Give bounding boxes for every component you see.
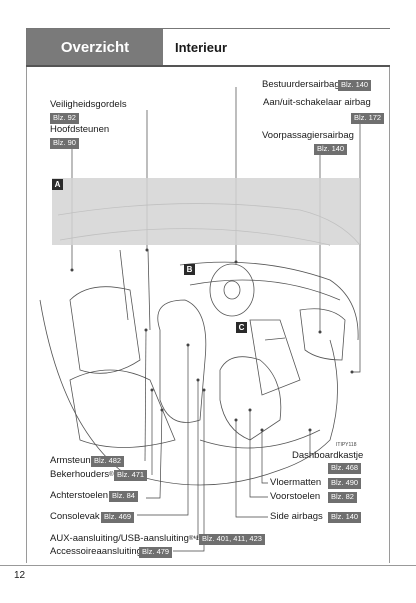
ref-veiligheidsgordels[interactable]: Blz. 92: [50, 113, 79, 124]
label-side-airbags: Side airbags: [270, 511, 323, 522]
label-armsteun: Armsteun: [50, 455, 91, 466]
ref-voorstoelen[interactable]: Blz. 82: [328, 492, 357, 503]
label-voorstoelen: Voorstoelen: [270, 491, 321, 502]
footnote-mark-bekerhouders: ®: [109, 472, 114, 478]
label-voorpassagiersairbag: Voorpassagiersairbag: [262, 130, 354, 141]
ceiling-highlight-band: [52, 178, 360, 245]
ref-consolevak[interactable]: Blz. 469: [101, 512, 135, 523]
callout-b: B: [184, 264, 195, 275]
ref-side-airbags[interactable]: Blz. 140: [328, 512, 362, 523]
ref-dashboardkastje[interactable]: Blz. 468: [328, 463, 362, 474]
label-bestuurdersairbag: Bestuurdersairbag: [262, 79, 340, 90]
callout-c: C: [236, 322, 247, 333]
ref-voorpassagiersairbag[interactable]: Blz. 140: [314, 144, 348, 155]
label-achterstoelen: Achterstoelen: [50, 490, 109, 501]
page-title: Interieur: [163, 29, 390, 65]
image-code: ITIPY118: [336, 442, 357, 448]
label-aanuit-schakelaar: Aan/uit-schakelaar airbag: [263, 97, 371, 108]
label-aux-usb: AUX-aansluiting/USB-aansluiting®*1: [50, 533, 199, 544]
label-hoofdsteunen: Hoofdsteunen: [50, 124, 110, 135]
label-veiligheidsgordels: Veiligheidsgordels: [50, 99, 127, 110]
label-vloermatten: Vloermatten: [270, 477, 322, 488]
page-number: 12: [14, 570, 26, 581]
label-dashboardkastje: Dashboardkastje: [292, 450, 364, 461]
header-divider: [26, 65, 390, 67]
ref-aux-usb[interactable]: Blz. 401, 411, 423: [199, 534, 265, 545]
ref-aanuit-schakelaar[interactable]: Blz. 172: [351, 113, 385, 124]
page-header: Overzicht Interieur: [26, 28, 390, 65]
callout-a: A: [52, 179, 63, 190]
ref-hoofdsteunen[interactable]: Blz. 90: [50, 138, 79, 149]
ref-vloermatten[interactable]: Blz. 490: [328, 478, 362, 489]
frame-right-border: [389, 67, 390, 563]
ref-accessoireaansluiting[interactable]: Blz. 479: [139, 547, 173, 558]
ref-armsteun[interactable]: Blz. 482: [91, 456, 125, 467]
label-consolevak: Consolevak: [50, 511, 100, 522]
label-accessoireaansluiting: Accessoireaansluiting: [50, 546, 142, 557]
ref-bekerhouders[interactable]: Blz. 471: [114, 470, 148, 481]
footnote-mark-aux: ®*1: [188, 536, 199, 542]
frame-left-border: [26, 67, 27, 563]
footer-divider: [0, 565, 416, 566]
ref-bestuurdersairbag[interactable]: Blz. 140: [338, 80, 372, 91]
ref-achterstoelen[interactable]: Blz. 84: [109, 491, 138, 502]
section-title: Overzicht: [27, 29, 163, 65]
label-bekerhouders: Bekerhouders®: [50, 469, 114, 480]
